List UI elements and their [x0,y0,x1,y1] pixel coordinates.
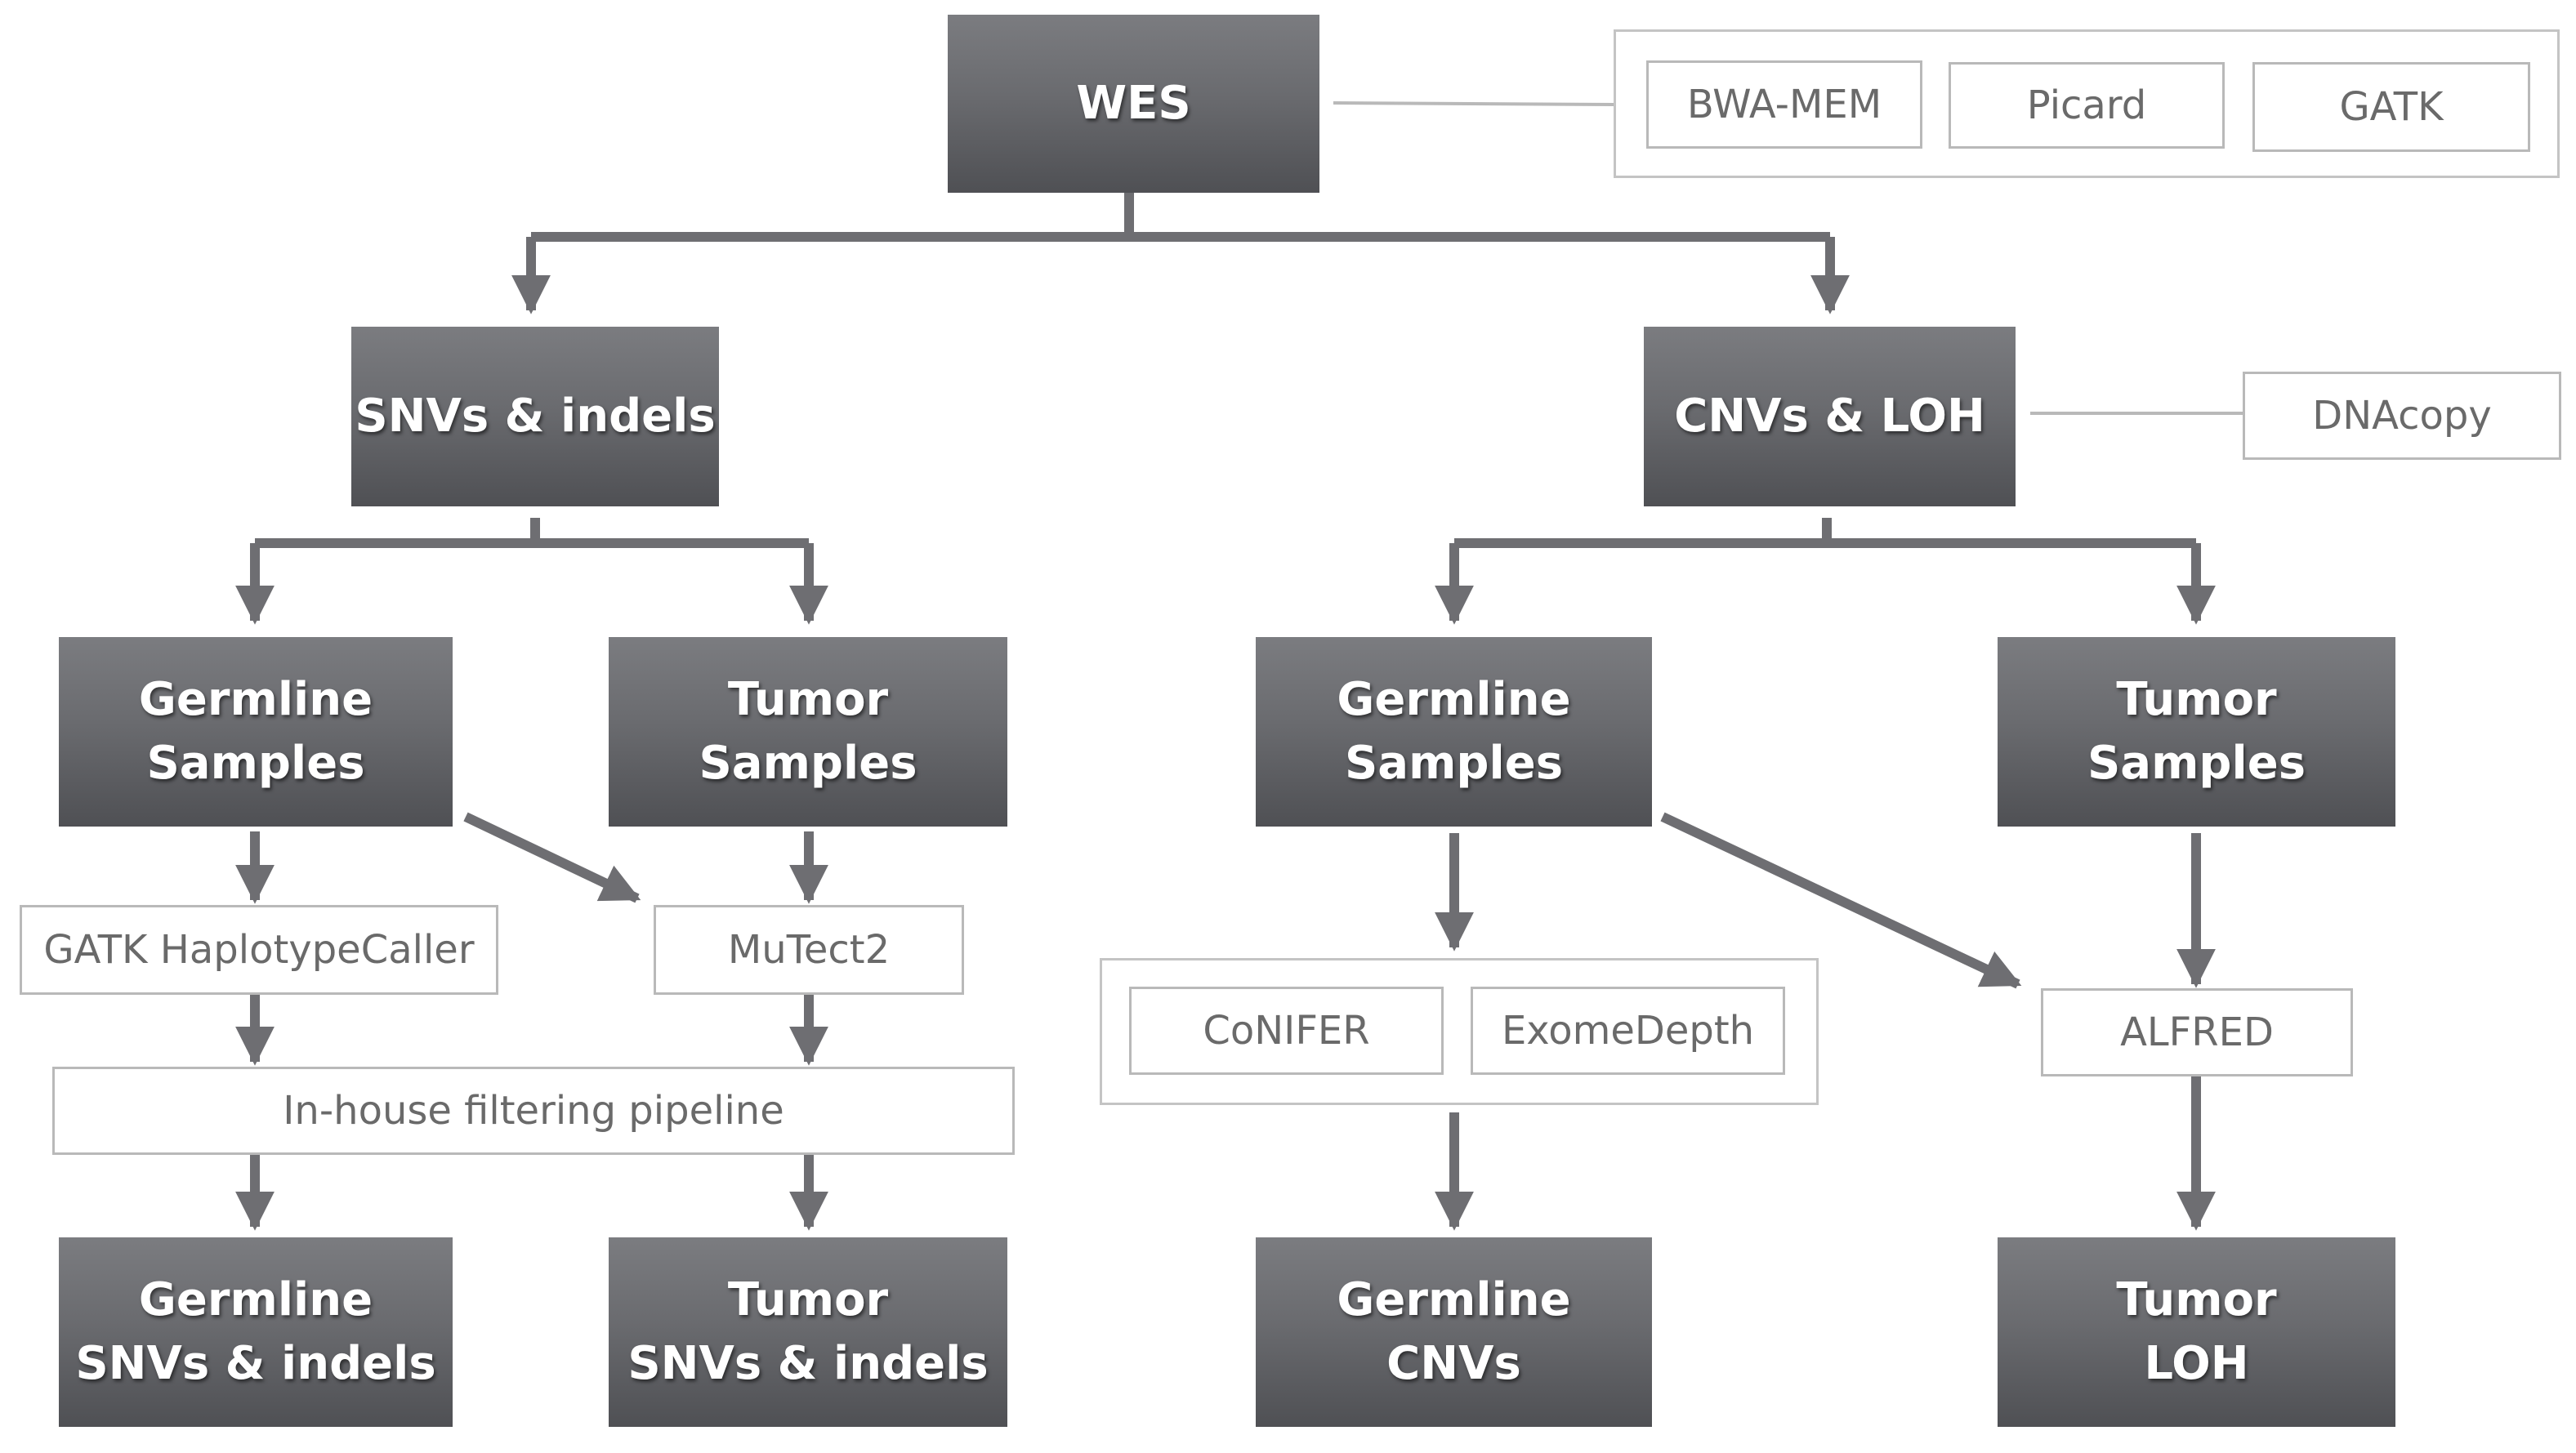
picard-tool: Picard [1949,62,2225,149]
node-label-line: Samples [146,737,365,790]
tool-label: DNAcopy [2312,393,2492,439]
node-label-line: LOH [2144,1337,2249,1390]
cnv-tools-group [1100,958,1819,1105]
tool-label: BWA-MEM [1686,82,1882,127]
mutect2-tool: MuTect2 [654,905,964,995]
cnvs-loh-node: CNVs & LOH [1644,327,2016,506]
cnv-germline-samples-node: Germline Samples [1256,637,1652,827]
snv-tumor-samples-node: Tumor Samples [609,637,1007,827]
node-label-line: Samples [699,737,917,790]
tool-label: GATK [2339,84,2444,130]
tool-label: ALFRED [2120,1010,2274,1055]
node-label-line: Germline [1337,673,1571,726]
node-label-line: Germline [138,673,373,726]
snvs-indels-label: SNVs & indels [355,390,716,443]
inhouse-filtering-tool: In-house filtering pipeline [52,1067,1015,1155]
cnv-tumor-samples-node: Tumor Samples [1998,637,2395,827]
wes-node: WES [948,15,1319,193]
wes-tools-connector [1333,101,1614,106]
bwa-mem-tool: BWA-MEM [1646,60,1922,149]
node-label-line: Samples [2087,737,2306,790]
node-label-line: Samples [1344,737,1564,790]
germline-snvs-indels-node: Germline SNVs & indels [59,1237,453,1427]
wes-tools-group [1614,29,2560,178]
node-label-line: Tumor [727,673,889,726]
node-label-line: Germline [138,1273,373,1326]
wes-label: WES [1076,77,1191,130]
node-label-line: Tumor [2116,1273,2277,1326]
conifer-tool: CoNIFER [1129,987,1444,1075]
arrow-to-mutect2-diag [463,812,641,903]
tumor-snvs-indels-node: Tumor SNVs & indels [609,1237,1007,1427]
tool-label: MuTect2 [727,927,891,973]
node-label-line: Tumor [727,1273,889,1326]
tool-label: In-house filtering pipeline [283,1088,784,1134]
alfred-tool: ALFRED [2041,988,2353,1076]
node-label-line: SNVs & indels [627,1337,989,1390]
node-label-line: SNVs & indels [75,1337,436,1390]
arrow-to-alfred-diag [1660,812,2022,989]
gatk-haplotypecaller-tool: GATK HaplotypeCaller [20,905,498,995]
tool-label: CoNIFER [1203,1008,1370,1054]
exomedepth-tool: ExomeDepth [1471,987,1785,1075]
tumor-loh-node: Tumor LOH [1998,1237,2395,1427]
node-label-line: Tumor [2116,673,2277,726]
snv-germline-samples-node: Germline Samples [59,637,453,827]
tool-label: GATK HaplotypeCaller [43,927,475,973]
germline-cnvs-node: Germline CNVs [1256,1237,1652,1427]
tool-label: Picard [2026,82,2147,128]
snvs-indels-node: SNVs & indels [351,327,719,506]
cnvs-loh-label: CNVs & LOH [1674,390,1985,443]
gatk-tool: GATK [2252,62,2530,152]
dnacopy-tool: DNAcopy [2243,372,2561,460]
tool-label: ExomeDepth [1501,1008,1755,1054]
node-label-line: CNVs [1386,1337,1521,1390]
node-label-line: Germline [1337,1273,1571,1326]
